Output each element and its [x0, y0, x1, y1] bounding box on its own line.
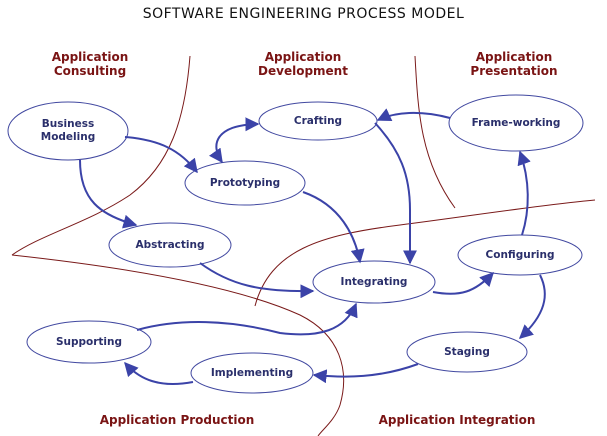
node-prototyping: Prototyping	[209, 176, 281, 189]
arrow-framework-crafting	[376, 108, 451, 121]
node-business-modeling-line1: Business	[41, 118, 95, 130]
arrow-configuring-framework	[517, 150, 531, 236]
arrow-prototyping-integrating	[302, 191, 365, 264]
node-framework-shape	[448, 94, 584, 152]
arrow-business-prototyping	[124, 136, 198, 174]
node-business-modeling: Business Modeling	[8, 102, 128, 160]
region-label-consulting: Application Consulting	[40, 50, 140, 78]
arrow-integrating-configuring	[432, 271, 494, 295]
node-crafting: Crafting	[293, 114, 343, 127]
arrow-implementing-supporting	[124, 361, 194, 385]
region-label-integration: Application Integration	[378, 413, 536, 427]
diagram-title: SOFTWARE ENGINEERING PROCESS MODEL	[142, 6, 465, 22]
region-label-consulting-line1: Application	[51, 50, 129, 64]
region-label-production: Application Production	[99, 413, 255, 427]
node-business-modeling-line2: Modeling	[40, 131, 96, 143]
node-integrating: Integrating	[340, 275, 408, 288]
node-abstracting: Abstracting	[135, 238, 205, 251]
arrow-supporting-integrating	[136, 302, 358, 336]
region-label-presentation: Application Presentation	[462, 50, 566, 78]
boundary-development-presentation	[414, 55, 456, 209]
region-boundaries	[11, 55, 596, 436]
flow-arrows	[79, 108, 546, 385]
region-label-presentation-line2: Presentation	[470, 64, 558, 78]
arrow-crafting-integrating	[374, 122, 417, 265]
node-configuring: Configuring	[485, 248, 555, 261]
node-framework: Frame-working	[471, 116, 561, 129]
arrow-staging-implementing	[312, 363, 419, 384]
node-abstracting-shape	[108, 222, 232, 268]
arrow-business-abstracting	[79, 159, 138, 229]
boundary-consulting-development	[11, 55, 191, 256]
region-label-consulting-line2: Consulting	[53, 64, 127, 78]
region-label-development-line1: Application	[264, 50, 342, 64]
node-implementing: Implementing	[210, 366, 294, 379]
region-label-development-line2: Development	[258, 64, 348, 78]
arrow-abstracting-integrating	[199, 262, 315, 299]
boundary-integration-upper	[254, 199, 596, 307]
node-configuring-shape	[457, 234, 583, 276]
node-staging: Staging	[444, 345, 490, 358]
region-label-presentation-line1: Application	[475, 50, 553, 64]
region-label-development: Application Development	[248, 50, 358, 78]
node-integrating-shape	[312, 260, 436, 304]
node-staging-shape	[406, 331, 528, 373]
node-business-modeling-shape	[7, 101, 129, 161]
boundary-production-upper	[11, 254, 345, 436]
arrow-configuring-staging	[518, 274, 546, 339]
node-supporting: Supporting	[55, 335, 123, 348]
arrow-prototyping-crafting	[209, 117, 260, 164]
node-supporting-shape	[26, 320, 152, 364]
